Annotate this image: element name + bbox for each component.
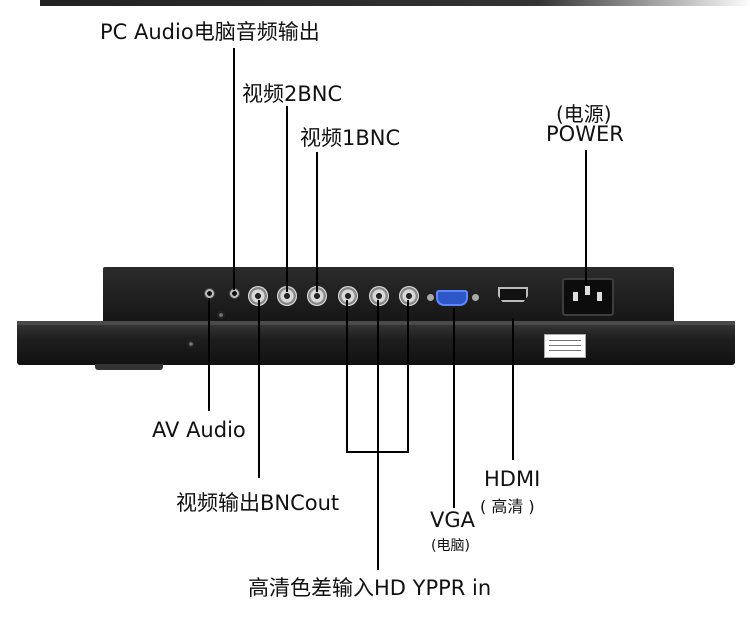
- bnc-out-leader: [258, 300, 260, 478]
- power-pin: [597, 292, 602, 301]
- av-audio-jack: [204, 288, 215, 299]
- bnc-pr-connector: [399, 286, 419, 306]
- power-label: POWER: [546, 122, 624, 146]
- screw: [187, 340, 195, 348]
- ypbpr-leader-right: [407, 300, 409, 452]
- hdmi-connector: [498, 287, 528, 302]
- power-pin: [573, 292, 578, 301]
- bnc-y-connector: [338, 286, 358, 306]
- bnc-out-label: 视频输出BNCout: [176, 491, 340, 515]
- ypbpr-label: 高清色差输入HD YPPR in: [248, 576, 492, 600]
- pc-audio-jack: [229, 288, 240, 299]
- video1-label: 视频1BNC: [300, 126, 401, 150]
- pc-audio-leader: [233, 48, 235, 290]
- monitor-feet: [95, 364, 163, 370]
- vga-label: VGA: [430, 508, 476, 532]
- ypbpr-leader-left: [346, 300, 348, 452]
- vga-leader: [453, 308, 455, 508]
- hdmi-sub-label: ( 高清 ): [480, 497, 535, 516]
- top-rule: [40, 0, 750, 6]
- video2-leader: [286, 106, 288, 292]
- monitor-bezel: [17, 321, 735, 365]
- vga-sub-label: (电脑): [431, 538, 470, 554]
- power-leader: [585, 150, 587, 285]
- hdmi-leader: [512, 318, 514, 460]
- video2-label: 视频2BNC: [242, 82, 343, 106]
- spec-sticker: [544, 334, 586, 358]
- bnc-out-connector: [248, 286, 268, 306]
- bezel-highlight: [17, 321, 735, 325]
- vga-screw: [472, 294, 479, 301]
- av-audio-leader: [208, 298, 210, 411]
- video1-leader: [316, 152, 318, 292]
- power-pin: [585, 286, 590, 295]
- power-cn-label: (电源): [556, 102, 612, 126]
- pc-audio-label: PC Audio电脑音频输出: [100, 20, 320, 44]
- vga-connector: [436, 290, 468, 306]
- bnc-video2-connector: [277, 286, 297, 306]
- hdmi-label: HDMI: [484, 467, 541, 491]
- vga-screw: [427, 294, 434, 301]
- av-audio-label: AV Audio: [152, 418, 246, 442]
- screw: [217, 311, 225, 319]
- bnc-pb-connector: [369, 286, 389, 306]
- bnc-video1-connector: [307, 286, 327, 306]
- ypbpr-leader-center: [377, 300, 379, 570]
- power-inlet: [562, 278, 614, 316]
